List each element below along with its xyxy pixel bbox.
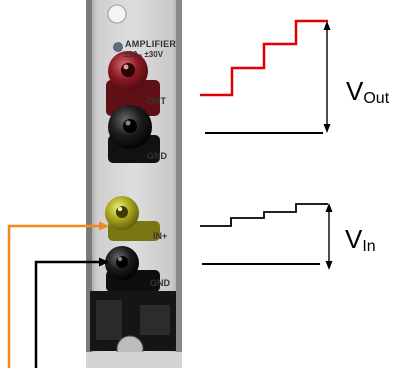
wire-in-plus: [7, 221, 109, 368]
terminal-in-plus[interactable]: [105, 196, 160, 241]
vout-waveform: [200, 19, 331, 134]
vout-subscript: Out: [363, 90, 390, 107]
vin-subscript: In: [362, 238, 376, 255]
vin-symbol: V: [345, 224, 363, 254]
vout-label: VOut: [346, 76, 389, 107]
label-in-plus: IN+: [153, 231, 168, 241]
label-gnd-in: GND: [150, 278, 170, 288]
bottom-connector: [86, 291, 182, 368]
label-gnd-out: GND: [147, 151, 167, 161]
panel-title: AMPLIFIER: [125, 39, 177, 49]
vin-label: VIn: [345, 224, 376, 255]
panel-screw: [107, 4, 127, 24]
wire-gnd: [34, 257, 109, 368]
vout-symbol: V: [346, 76, 364, 106]
panel-voltage-range: ±10 - ±30V: [124, 50, 164, 59]
vin-waveform: [200, 203, 333, 270]
logo-icon: [113, 42, 123, 52]
terminal-gnd-in[interactable]: [105, 246, 160, 292]
terminal-out[interactable]: [106, 51, 160, 116]
terminal-gnd-out[interactable]: [108, 105, 160, 163]
label-out: OUT: [147, 96, 166, 106]
